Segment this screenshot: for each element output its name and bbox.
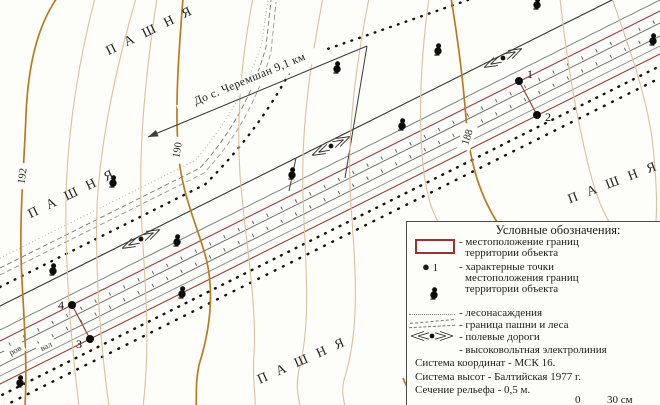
route-label-chip [176, 45, 326, 119]
contour-line [559, 0, 610, 223]
point-label-2: 2 [545, 110, 551, 124]
field-road-marker-icon [481, 44, 525, 72]
route-arrowhead-icon [148, 130, 159, 137]
object-boundary-top [0, 10, 660, 342]
legend-symbol-field-road [410, 331, 454, 341]
corridor-gray-line [0, 0, 660, 331]
relief-section-note: Сечение рельефа - 0,5 м. [415, 384, 531, 396]
scale-zero-label: 0 [575, 394, 581, 405]
boundary-points-group: 1 2 3 4 [58, 67, 551, 351]
coordinate-system-note: Система координат - МСК 16. [415, 357, 556, 369]
power-line-ditch-ticks [0, 16, 660, 352]
point-label-4: 4 [58, 298, 64, 312]
legend-point-number: 1 [432, 262, 439, 274]
index-contour-190 [176, 0, 212, 405]
tree-icon [332, 60, 342, 74]
tree-icon [648, 32, 658, 46]
label-chip [3, 340, 27, 360]
contour-line [342, 0, 370, 405]
legend-box: Условные обозначения: ● 1 - местоположен… [406, 221, 660, 405]
scale-end-label: 30 см [607, 394, 633, 405]
contour-line [65, 0, 96, 405]
label-chip [34, 336, 58, 356]
contour-line [612, 0, 658, 223]
legend-item-object-boundary-2: территории объекта [465, 247, 559, 259]
forest-belt-dots-north [0, 0, 470, 289]
power-line-ditch [0, 22, 660, 354]
field-road-marker-icon [410, 331, 454, 341]
field-road-line [0, 0, 614, 307]
power-line-bank [0, 35, 660, 367]
tree-icon [15, 374, 25, 388]
area-label-pashnya: П А Ш Н Я [255, 333, 350, 386]
tree-icon [532, 0, 542, 10]
tree-icon [433, 42, 443, 56]
tree-icon [172, 233, 182, 247]
corridor-gray-line [0, 45, 660, 377]
contour-labels-group: 192 190 188 ров вал [3, 122, 478, 360]
height-system-note: Система высот - Балтийская 1977 г. [415, 371, 581, 383]
boundary-end-segment-right [518, 80, 538, 116]
field-road-marker-icon [119, 225, 163, 253]
legend-symbol-tree [429, 286, 439, 300]
point-label-3: 3 [76, 337, 82, 351]
contour-label-192: 192 [16, 168, 29, 185]
index-contour-192 [20, 0, 57, 405]
tree-icon [397, 117, 407, 131]
contour-label-190: 190 [171, 141, 185, 158]
contour-label-188: 188 [460, 128, 475, 146]
contour-line [420, 0, 439, 223]
area-label-pashnya: П А Ш Н Я [25, 165, 119, 221]
legend-symbol-dashed-line [410, 319, 454, 324]
contour-line [296, 0, 324, 405]
boundary-end-segment-left [71, 304, 91, 340]
point-label-1: 1 [527, 67, 533, 81]
legend-symbol-dotted-line [409, 314, 455, 315]
legend-item-field-roads: - полевые дороги [459, 331, 540, 343]
legend-item-power-line: - высоковольтная электролиния [459, 344, 607, 356]
legend-item-forest-belt: - лесонасаждения [459, 307, 543, 319]
tree-icon [177, 285, 187, 299]
contour-line [96, 0, 137, 405]
point-dot-icon: ● [422, 259, 430, 274]
contour-line [238, 0, 256, 405]
label-chip [167, 135, 187, 165]
legend-symbol-red-rectangle [415, 239, 455, 254]
power-line-bank-ticks [0, 29, 660, 365]
legend-item-field-forest-boundary: - граница пашни и леса [459, 319, 569, 331]
forest-belt-dots-south-1 [0, 64, 660, 398]
route-arrow-group: До с. Черемшан 9,1 км [147, 45, 368, 138]
legend-item-char-points: - характерные точки [459, 261, 554, 273]
route-arrow-line [147, 45, 368, 138]
legend-item-char-points-3: территории объекта [465, 283, 559, 295]
label-chip [13, 162, 31, 190]
legend-title: Условные обозначения: [495, 223, 621, 237]
ditch-label: ров [7, 343, 23, 358]
object-boundary-bottom [0, 53, 660, 385]
legend-item-object-boundary: - местоположение границ [459, 236, 579, 248]
label-chip [456, 122, 478, 152]
route-label: До с. Черемшан 9,1 км [192, 51, 307, 108]
boundary-point-2 [533, 111, 541, 119]
tree-icon [48, 262, 58, 276]
legend-item-char-points-2: местоположения границ [465, 272, 579, 284]
contour-lines-group [20, 0, 658, 405]
field-edge-line [344, 45, 368, 179]
area-label-pashnya: П А Ш Н Я [565, 157, 660, 206]
field-forest-boundary-group [0, 0, 470, 289]
contour-line [140, 0, 158, 405]
legend-symbol-numbered-point: ● 1 [422, 259, 439, 274]
boundary-point-1 [515, 77, 523, 85]
index-contour-188 [450, 0, 498, 223]
tree-icon [287, 166, 297, 180]
tree-icon [429, 286, 439, 300]
dashed-boundary-1 [0, 0, 272, 269]
field-road-marker-icon [309, 132, 353, 160]
boundary-point-4 [68, 301, 76, 309]
dashed-boundary-2 [0, 1, 277, 276]
boundary-point-3 [86, 335, 94, 343]
